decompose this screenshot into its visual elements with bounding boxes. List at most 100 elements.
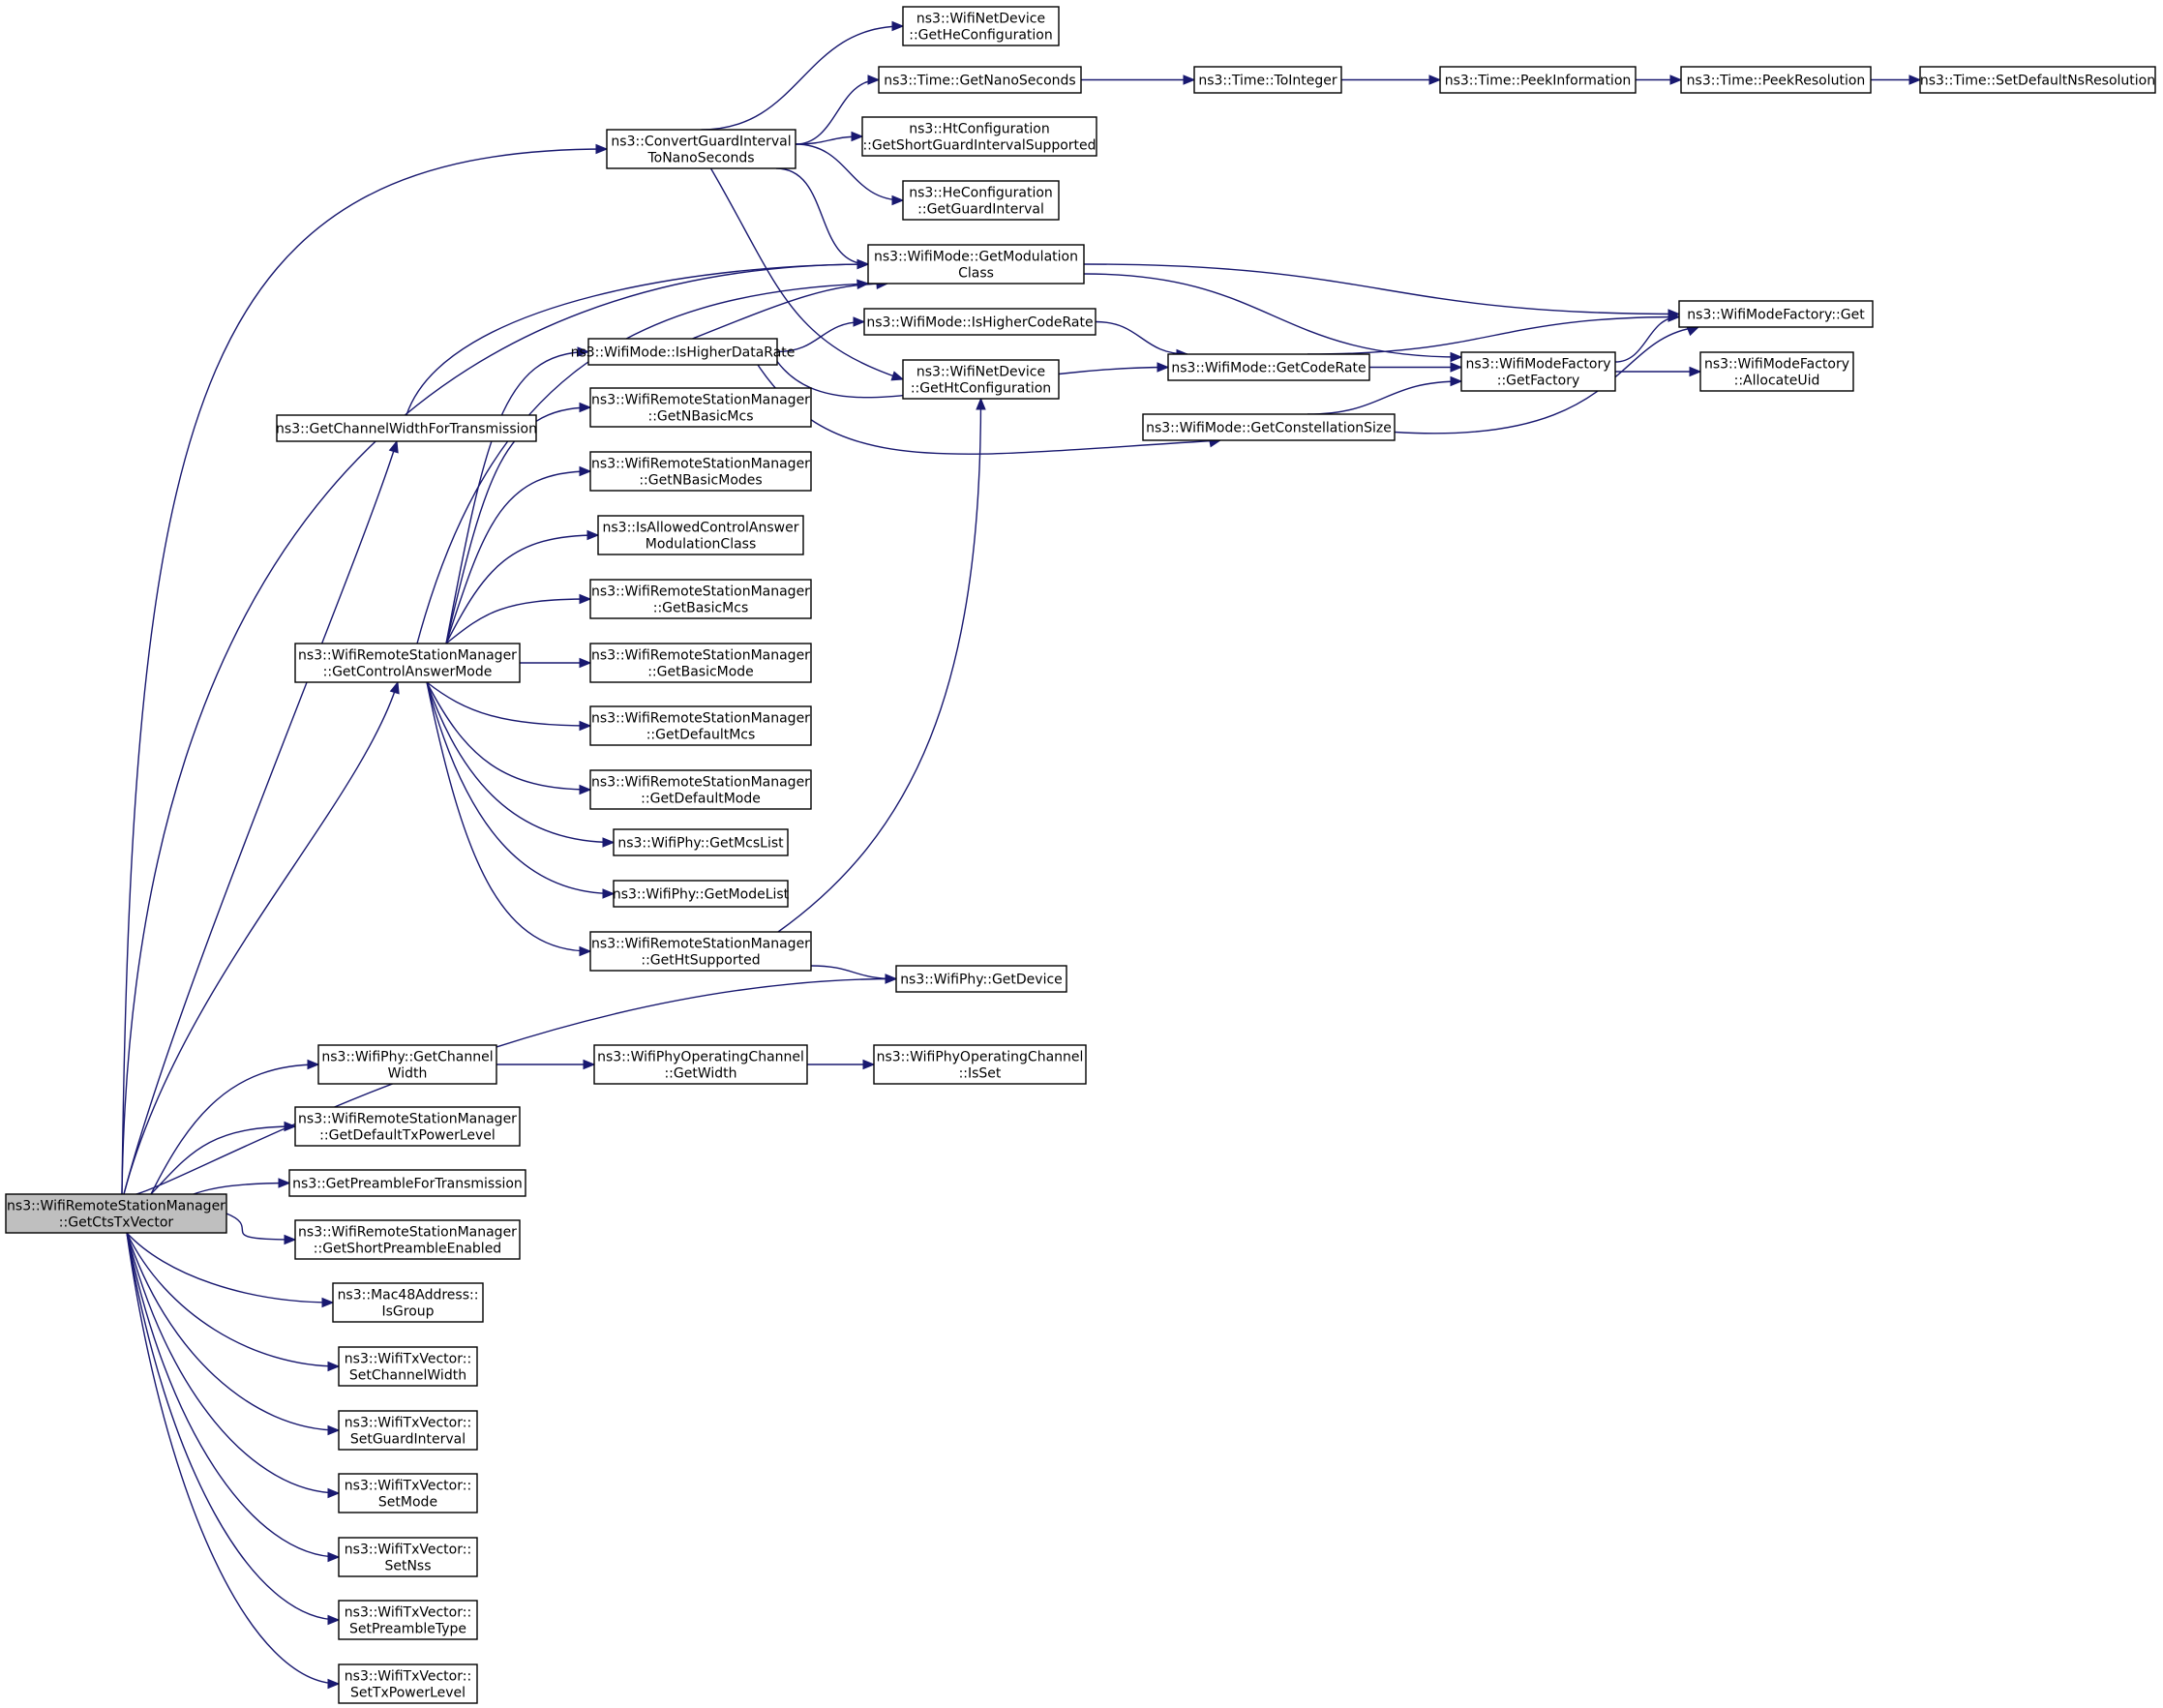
node-box — [1699, 351, 1854, 392]
node-label: ::GetShortPreambleEnabled — [314, 1242, 501, 1257]
node-ihcr[interactable]: ns3::WifiMode::IsHigherCodeRate — [863, 308, 1097, 336]
node-box — [902, 6, 1060, 46]
node-box — [902, 180, 1060, 221]
node-gnbmcs[interactable]: ns3::WifiRemoteStationManager::GetNBasic… — [589, 387, 812, 428]
node-gdtpl[interactable]: ns3::WifiRemoteStationManager::GetDefaul… — [294, 1106, 521, 1147]
node-gsgis[interactable]: ns3::HtConfiguration::GetShortGuardInter… — [861, 116, 1097, 157]
node-box — [593, 1044, 808, 1085]
node-phycw[interactable]: ns3::WifiPhy::GetChannelWidth — [317, 1044, 497, 1085]
edge-root-sgi — [126, 1232, 341, 1436]
node-label: ns3::WifiTxVector:: — [345, 1479, 471, 1494]
node-box — [1680, 66, 1872, 94]
node-gnbmodes[interactable]: ns3::WifiRemoteStationManager::GetNBasic… — [589, 451, 812, 492]
node-hegi[interactable]: ns3::HeConfiguration::GetGuardInterval — [902, 180, 1060, 221]
node-stpl[interactable]: ns3::WifiTxVector::SetTxPowerLevel — [338, 1663, 478, 1704]
node-gcs[interactable]: ns3::WifiMode::GetConstellationSize — [1142, 413, 1396, 441]
node-gheconf[interactable]: ns3::WifiNetDevice::GetHeConfiguration — [902, 6, 1060, 46]
node-gmcslist[interactable]: ns3::WifiPhy::GetMcsList — [613, 828, 789, 856]
node-label: ::GetShortGuardIntervalSupported — [862, 138, 1096, 154]
node-label: ns3::WifiRemoteStationManager — [298, 1112, 517, 1127]
node-setdef[interactable]: ns3::Time::SetDefaultNsResolution — [1919, 66, 2156, 94]
node-gpft[interactable]: ns3::GetPreambleForTransmission — [288, 1169, 526, 1197]
function-nodes: ns3::WifiRemoteStationManager::GetCtsTxV… — [5, 6, 2156, 1704]
node-label: ::GetBasicMode — [647, 665, 754, 680]
node-label: ns3::WifiTxVector:: — [345, 1352, 471, 1367]
node-iacamc[interactable]: ns3::IsAllowedControlAnswerModulationCla… — [597, 515, 804, 555]
node-spt[interactable]: ns3::WifiTxVector::SetPreambleType — [338, 1600, 478, 1640]
node-ghtconf[interactable]: ns3::WifiNetDevice::GetHtConfiguration — [902, 359, 1060, 400]
node-label: ns3::Time::PeekResolution — [1687, 74, 1866, 89]
node-ihdr[interactable]: ns3::WifiMode::IsHigherDataRate — [571, 338, 796, 366]
node-gcr[interactable]: ns3::WifiMode::GetCodeRate — [1167, 353, 1370, 381]
node-label: ::GetWidth — [664, 1066, 736, 1082]
node-label: ::GetHtConfiguration — [911, 381, 1051, 397]
node-box — [589, 705, 812, 746]
node-toint[interactable]: ns3::Time::ToInteger — [1193, 66, 1342, 94]
node-label: Width — [388, 1066, 428, 1082]
node-box — [597, 515, 804, 555]
node-smode[interactable]: ns3::WifiTxVector::SetMode — [338, 1473, 478, 1513]
node-box — [873, 1044, 1087, 1085]
node-box — [338, 1663, 478, 1704]
node-box — [878, 66, 1082, 94]
node-gbmcs[interactable]: ns3::WifiRemoteStationManager::GetBasicM… — [589, 579, 812, 619]
node-label: ::GetBasicMcs — [653, 601, 749, 616]
node-mfget[interactable]: ns3::WifiModeFactory::Get — [1678, 300, 1874, 328]
edge-cgi-gsgis — [795, 131, 864, 145]
node-box — [613, 880, 789, 908]
node-scw[interactable]: ns3::WifiTxVector::SetChannelWidth — [338, 1346, 478, 1387]
edge-toint-peekinfo — [1341, 75, 1442, 85]
node-label: ::GetHtSupported — [641, 953, 760, 969]
edge-root-gcam — [123, 680, 400, 1195]
edge-root-phycw — [150, 1059, 320, 1195]
node-ghts[interactable]: ns3::WifiRemoteStationManager::GetHtSupp… — [589, 931, 812, 972]
edge-ghts-phydev — [810, 965, 898, 984]
node-label: SetPreambleType — [349, 1622, 466, 1637]
edge-cgi-hegi — [795, 143, 905, 206]
node-cwft[interactable]: ns3::GetChannelWidthForTransmission — [276, 414, 537, 442]
node-label: ::GetDefaultTxPowerLevel — [319, 1128, 496, 1144]
edge-ghts-ghtconf — [777, 397, 986, 933]
node-box — [338, 1346, 478, 1387]
node-label: ns3::WifiPhyOperatingChannel — [597, 1050, 804, 1065]
edge-root-cgi — [121, 143, 609, 1195]
edge-gcr-mfgetf — [1369, 362, 1463, 373]
node-label: ::AllocateUid — [1734, 374, 1820, 389]
node-box — [589, 579, 812, 619]
node-gbmode[interactable]: ns3::WifiRemoteStationManager::GetBasicM… — [589, 643, 812, 683]
node-phydev[interactable]: ns3::WifiPhy::GetDevice — [895, 965, 1067, 993]
node-gcam[interactable]: ns3::WifiRemoteStationManager::GetContro… — [294, 643, 521, 683]
node-mfgetf[interactable]: ns3::WifiModeFactory::GetFactory — [1460, 351, 1616, 392]
node-box — [589, 451, 812, 492]
node-isgroup[interactable]: ns3::Mac48Address::IsGroup — [332, 1282, 484, 1323]
node-label: ns3::HeConfiguration — [909, 186, 1053, 201]
node-label: ns3::Time::GetNanoSeconds — [884, 74, 1075, 89]
node-gspe[interactable]: ns3::WifiRemoteStationManager::GetShortP… — [294, 1219, 521, 1260]
edge-gcam-gdmode — [426, 681, 592, 795]
edge-gcam-gbmode — [520, 657, 592, 669]
node-box — [589, 931, 812, 972]
node-gdmode[interactable]: ns3::WifiRemoteStationManager::GetDefaul… — [589, 769, 812, 810]
call-edges — [121, 20, 1922, 1690]
node-root[interactable]: ns3::WifiRemoteStationManager::GetCtsTxV… — [5, 1193, 227, 1234]
node-label: ns3::GetChannelWidthForTransmission — [276, 422, 537, 437]
node-gns[interactable]: ns3::Time::GetNanoSeconds — [878, 66, 1082, 94]
node-mfalloc[interactable]: ns3::WifiModeFactory::AllocateUid — [1699, 351, 1854, 392]
node-opisset[interactable]: ns3::WifiPhyOperatingChannel::IsSet — [873, 1044, 1087, 1085]
node-sgi[interactable]: ns3::WifiTxVector::SetGuardInterval — [338, 1410, 478, 1451]
node-snss[interactable]: ns3::WifiTxVector::SetNss — [338, 1537, 478, 1577]
edge-root-spt — [126, 1232, 341, 1626]
node-label: ns3::WifiRemoteStationManager — [591, 584, 810, 600]
node-peekinfo[interactable]: ns3::Time::PeekInformation — [1439, 66, 1637, 94]
node-peekres[interactable]: ns3::Time::PeekResolution — [1680, 66, 1872, 94]
node-opwidth[interactable]: ns3::WifiPhyOperatingChannel::GetWidth — [593, 1044, 808, 1085]
edge-ihcr-gcr — [1095, 320, 1189, 360]
edge-gmc-mfget — [1083, 263, 1681, 319]
edge-gcam-ghts — [426, 681, 592, 957]
node-gmodelist[interactable]: ns3::WifiPhy::GetModeList — [613, 880, 790, 908]
node-label: ns3::WifiTxVector:: — [345, 1605, 471, 1621]
node-gdmcs[interactable]: ns3::WifiRemoteStationManager::GetDefaul… — [589, 705, 812, 746]
node-label: ::GetDefaultMode — [641, 792, 761, 807]
